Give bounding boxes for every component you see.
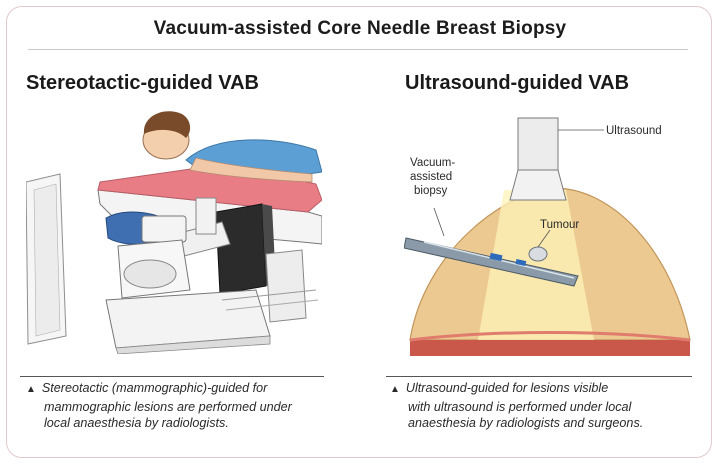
stereotactic-heading: Stereotactic-guided VAB [26,72,259,94]
caption-left-line-2: mammographic lesions are performed under [44,399,292,414]
vacuum-label-line-1: Vacuum- [410,157,455,169]
caption-divider-left [20,376,324,377]
stereotactic-illustration [25,104,323,355]
caption-right-line-2: with ultrasound is performed under local [408,399,632,414]
title-divider [28,49,688,50]
tumour-label: Tumour [540,219,579,231]
caption-right-line-3: anaesthesia by radiologists and surgeons… [408,416,644,430]
ultrasound-caption: ▲ Ultrasound-guided for lesions visible w… [390,380,696,432]
caption-left-line-1: Stereotactic (mammographic)-guided for [41,381,268,395]
caption-right-line-1: Ultrasound-guided for lesions visible [405,381,609,395]
triangle-bullet-icon: ▲ [26,384,36,395]
stereotactic-caption: ▲Stereotactic (mammographic)-guided for … [26,380,326,432]
ultrasound-illustration: Ultrasound Vacuum- assisted biopsy Tumou… [403,104,694,356]
vacuum-label-line-2: assisted [410,171,452,183]
caption-left-line-3: local anaesthesia by radiologists. [44,416,229,430]
page-title: Vacuum-assisted Core Needle Breast Biops… [153,18,567,39]
vacuum-label-line-3: biopsy [414,185,447,197]
ultrasound-label: Ultrasound [606,125,662,137]
ultrasound-heading: Ultrasound-guided VAB [405,72,630,94]
caption-divider-right [386,376,692,377]
triangle-bullet-icon: ▲ [390,384,400,395]
